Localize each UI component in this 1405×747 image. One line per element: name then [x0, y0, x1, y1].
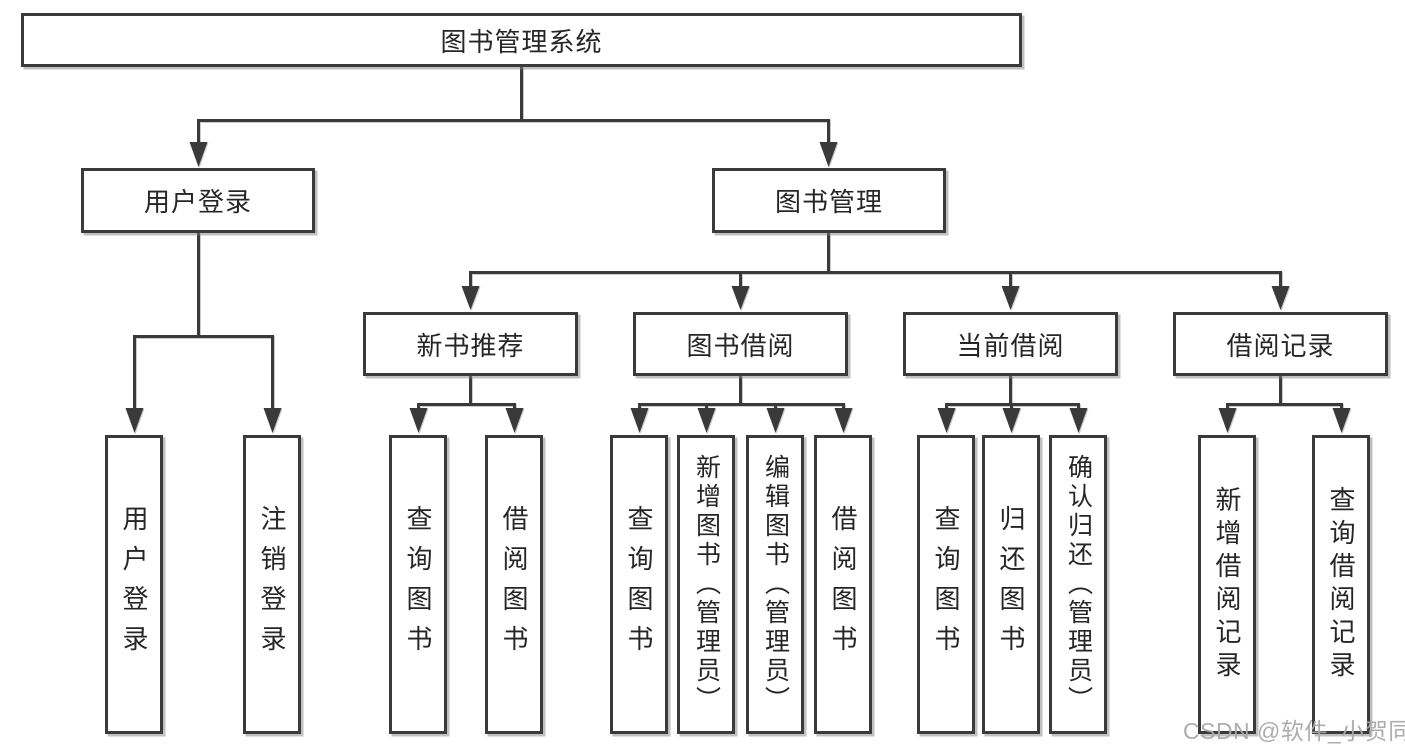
leaf-logout: 注销登录 [243, 435, 301, 734]
csdn-watermark: CSDN @软件_小贺同学 [1183, 718, 1405, 744]
leaf-confirm-return-admin: 确认归还（管理员） [1049, 435, 1107, 734]
leaf-query-borrow-record: 查询借阅记录 [1312, 435, 1370, 734]
new-book-recommend-label: 新书推荐 [416, 330, 525, 361]
leaf-query-books-borrow-label: 查询图书 [624, 504, 654, 665]
leaf-query-books-recommend: 查询图书 [389, 435, 447, 734]
node-root-system: 图书管理系统 [21, 13, 1022, 67]
borrow-records-label: 借阅记录 [1226, 330, 1335, 361]
node-book-borrow: 图书借阅 [633, 312, 848, 376]
leaf-query-books-recommend-label: 查询图书 [403, 504, 433, 665]
leaf-add-borrow-record-label: 新增借阅记录 [1212, 485, 1242, 684]
current-borrow-label: 当前借阅 [956, 330, 1065, 361]
node-book-management-branch: 图书管理 [712, 168, 946, 233]
leaf-logout-label: 注销登录 [257, 504, 287, 665]
leaf-add-books-admin-label: 新增图书（管理员） [692, 454, 721, 715]
leaf-query-books-current: 查询图书 [917, 435, 975, 734]
root-system-label: 图书管理系统 [440, 26, 603, 57]
leaf-edit-books-admin: 编辑图书（管理员） [746, 435, 804, 734]
leaf-query-borrow-record-label: 查询借阅记录 [1326, 485, 1356, 684]
leaf-query-books-borrow: 查询图书 [610, 435, 668, 734]
node-current-borrow: 当前借阅 [903, 312, 1118, 376]
leaf-edit-books-admin-label: 编辑图书（管理员） [761, 454, 790, 715]
leaf-borrow-books-label: 借阅图书 [828, 504, 858, 665]
leaf-borrow-books: 借阅图书 [814, 435, 872, 734]
leaf-return-books-label: 归还图书 [996, 504, 1026, 665]
leaf-add-borrow-record: 新增借阅记录 [1198, 435, 1256, 734]
leaf-borrow-books-recommend-label: 借阅图书 [499, 504, 529, 665]
leaf-add-books-admin: 新增图书（管理员） [677, 435, 735, 734]
leaf-confirm-return-admin-label: 确认归还（管理员） [1064, 454, 1093, 715]
book-management-branch-label: 图书管理 [774, 187, 883, 217]
leaf-borrow-books-recommend: 借阅图书 [485, 435, 543, 734]
node-borrow-records: 借阅记录 [1173, 312, 1388, 376]
user-login-branch-label: 用户登录 [143, 187, 252, 217]
leaf-user-login-label: 用户登录 [119, 504, 149, 665]
leaf-user-login: 用户登录 [105, 435, 163, 734]
node-new-book-recommend: 新书推荐 [363, 312, 578, 376]
node-user-login-branch: 用户登录 [81, 168, 315, 233]
leaf-return-books: 归还图书 [982, 435, 1040, 734]
book-borrow-label: 图书借阅 [686, 330, 795, 361]
leaf-query-books-current-label: 查询图书 [931, 504, 961, 665]
